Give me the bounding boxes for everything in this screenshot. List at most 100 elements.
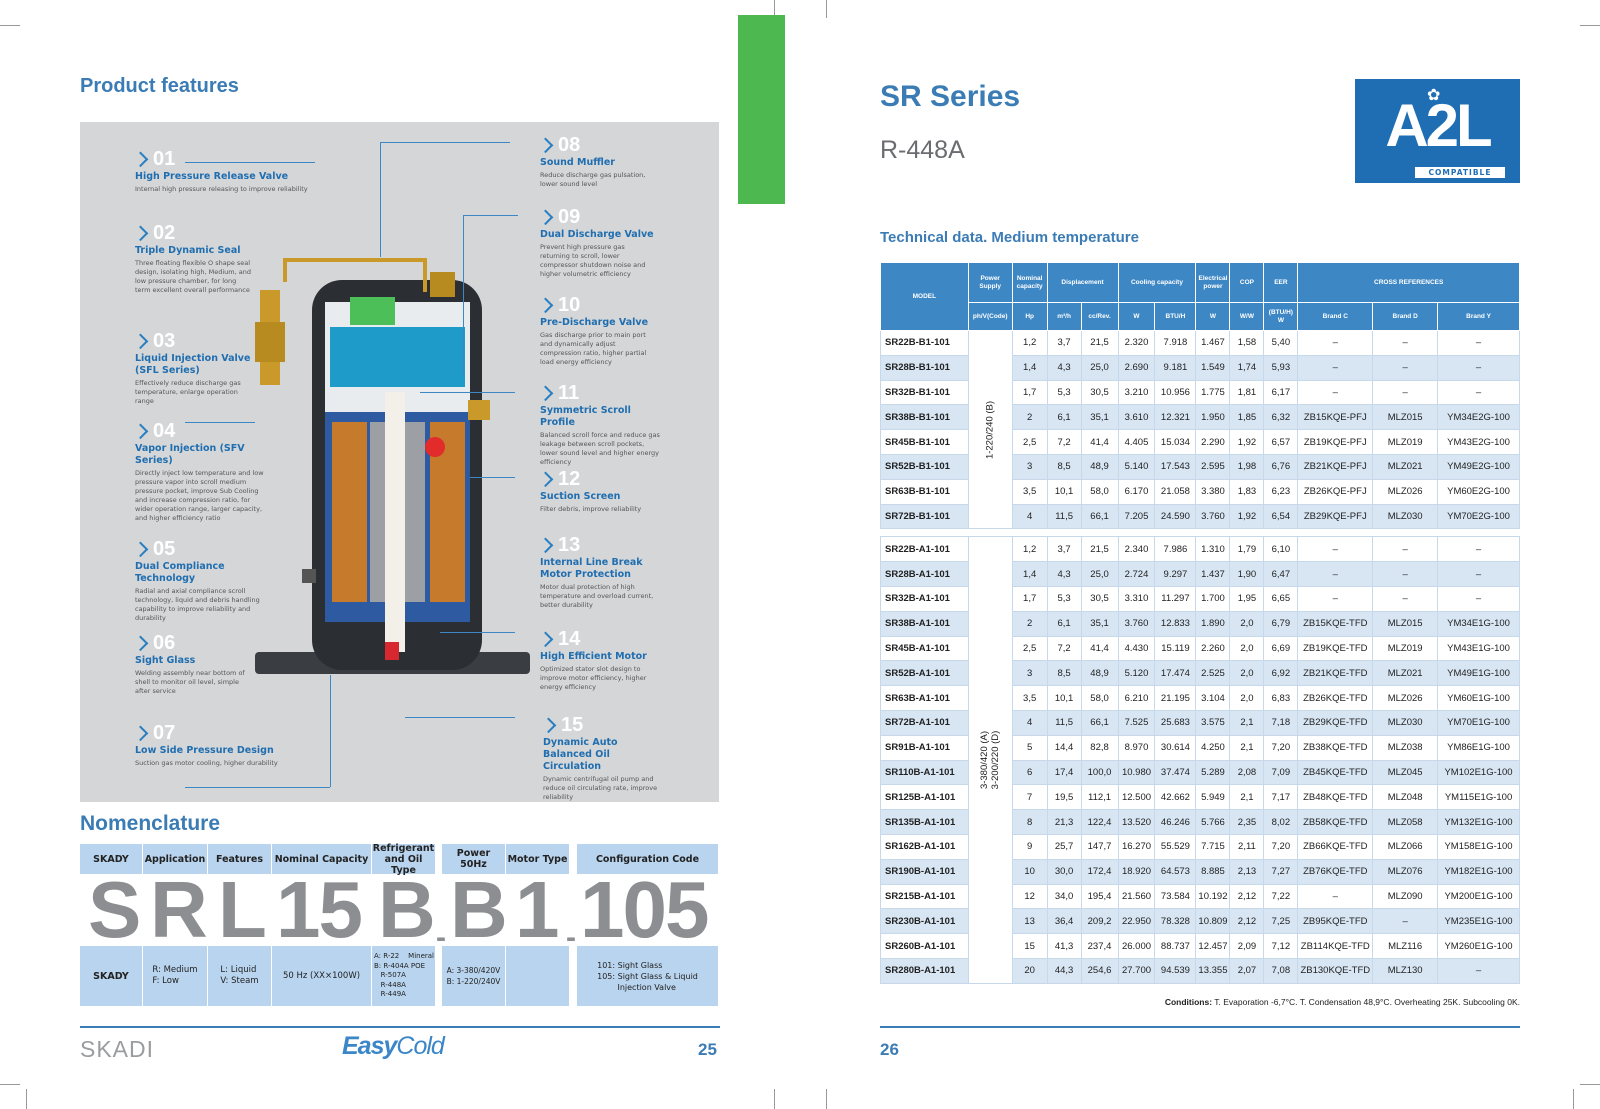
table-cell: ZB29KQE-PFJ [1297, 503, 1374, 530]
table-cell: 16.270 [1117, 833, 1156, 860]
nom-value: A: 3-380/420V B: 1-220/240V [442, 946, 506, 1006]
col-header-displacement: Displacement [1046, 262, 1119, 303]
table-cell: 2,1 [1229, 734, 1265, 761]
model-cell: SR52B-A1-101 [880, 660, 969, 687]
table-cell: 30.614 [1154, 734, 1197, 761]
model-cell: SR91B-A1-101 [880, 734, 969, 761]
table-cell: 7,20 [1263, 734, 1299, 761]
nom-value: SKADY [80, 946, 143, 1006]
nom-header: Features [208, 844, 272, 874]
table-cell: 12 [1011, 883, 1048, 910]
table-cell: 5,3 [1046, 585, 1082, 612]
table-cell: 2,07 [1229, 957, 1265, 984]
table-cell: 8.970 [1117, 734, 1156, 761]
table-cell: ZB130KQE-TFD [1297, 957, 1374, 984]
table-cell: 48,9 [1080, 660, 1119, 687]
table-cell: 7.918 [1154, 330, 1197, 356]
table-cell: 2 [1011, 404, 1048, 431]
footer-rule [80, 1026, 720, 1028]
power-supply-cell: 1-220/240 (B) [967, 329, 1013, 530]
table-cell: 6,23 [1263, 478, 1299, 505]
table-cell: ZB38KQE-TFD [1297, 734, 1374, 761]
group-separator [880, 528, 1520, 537]
table-cell: 6,83 [1263, 685, 1299, 711]
table-cell: ZB19KQE-TFD [1297, 635, 1374, 662]
table-cell: 7,20 [1263, 833, 1299, 860]
table-cell: 4 [1011, 503, 1048, 530]
table-cell: ZB26KQE-PFJ [1297, 478, 1374, 505]
model-cell: SR45B-B1-101 [880, 429, 969, 455]
crop-mark [826, 1089, 827, 1109]
table-cell: 112,1 [1080, 784, 1119, 811]
table-cell: 25.683 [1154, 709, 1197, 736]
table-cell: 6,57 [1263, 429, 1299, 455]
table-cell: 7,12 [1263, 933, 1299, 959]
table-cell: 7,22 [1263, 883, 1299, 910]
nomenclature-title: Nomenclature [80, 812, 221, 835]
unit-header: (BTU/H) W [1263, 302, 1299, 331]
page-number: 26 [880, 1040, 899, 1059]
table-cell: 2,08 [1229, 759, 1265, 786]
table-cell: 147,7 [1080, 833, 1119, 860]
leader-line [380, 142, 381, 257]
table-cell: 1,2 [1011, 536, 1048, 563]
unit-header: W/W [1229, 302, 1265, 331]
table-cell: 100,0 [1080, 759, 1119, 786]
table-cell: 2,13 [1229, 858, 1265, 885]
model-cell: SR72B-A1-101 [880, 709, 969, 736]
table-cell: 6,69 [1263, 635, 1299, 662]
table-cell: 25,0 [1080, 354, 1119, 381]
table-cell: 2,09 [1229, 933, 1265, 959]
table-cell: 237,4 [1080, 933, 1119, 959]
table-cell: 7.205 [1117, 503, 1156, 530]
table-cell: 122,4 [1080, 809, 1119, 835]
table-cell: 3.310 [1117, 585, 1156, 612]
nom-value: 101: Sight Glass 105: Sight Glass & Liqu… [577, 946, 719, 1006]
table-cell: 5.140 [1117, 453, 1156, 480]
table-cell: 2,0 [1229, 685, 1265, 711]
unit-header: Brand C [1297, 302, 1374, 331]
nom-value: R: Medium F: Low [143, 946, 208, 1006]
leader-line [463, 215, 518, 216]
col-header-electrical-power: Electrical power [1195, 262, 1231, 303]
power-supply-cell: 3-380/420 (A) 3-200/220 (D) [967, 536, 1013, 984]
table-cell: MLZ090 [1372, 883, 1439, 910]
table-cell: 3,7 [1046, 536, 1082, 563]
table-cell: 6,79 [1263, 610, 1299, 637]
nom-header: Refrigerant and Oil Type [372, 842, 436, 876]
code-char: B [378, 865, 436, 954]
table-cell: 78.328 [1154, 908, 1197, 935]
model-cell: SR63B-B1-101 [880, 478, 969, 505]
table-cell: 4 [1011, 709, 1048, 736]
table-cell: MLZ030 [1372, 503, 1439, 530]
a2l-badge: ✿ A2L COMPATIBLE [1355, 79, 1520, 183]
table-cell: 88.737 [1154, 933, 1197, 959]
model-cell: SR162B-A1-101 [880, 833, 969, 860]
table-cell: ZB45KQE-TFD [1297, 759, 1374, 786]
table-cell: 5.289 [1195, 759, 1231, 786]
table-cell: 15.119 [1154, 635, 1197, 662]
leader-line [463, 215, 464, 375]
model-cell: SR32B-A1-101 [880, 585, 969, 612]
crop-mark [774, 1089, 775, 1109]
table-cell: ZB58KQE-TFD [1297, 809, 1374, 835]
table-cell: MLZ038 [1372, 734, 1439, 761]
model-cell: SR32B-B1-101 [880, 379, 969, 406]
table-cell: 30,0 [1046, 858, 1082, 885]
table-cell: 3.760 [1195, 503, 1231, 530]
model-cell: SR125B-A1-101 [880, 784, 969, 811]
table-cell: 6,65 [1263, 585, 1299, 612]
table-cell: ZB21KQE-PFJ [1297, 453, 1374, 480]
